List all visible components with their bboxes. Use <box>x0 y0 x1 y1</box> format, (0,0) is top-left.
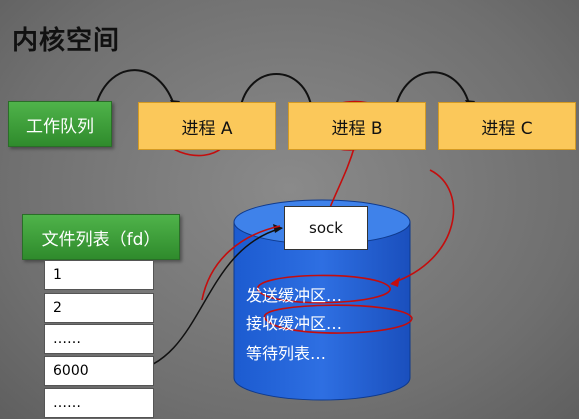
receive-buffer-label: 接收缓冲区… <box>246 314 343 333</box>
send-buffer-label: 发送缓冲区… <box>246 286 343 305</box>
page-title: 内核空间 <box>12 26 121 56</box>
queue-arrows <box>95 69 471 111</box>
fd-row-2: 2 <box>44 293 154 323</box>
process-b-box: 进程 B <box>288 102 426 150</box>
fd-row-6000: 6000 <box>44 356 154 386</box>
fd-to-sock-arrow <box>129 227 283 373</box>
process-a-box: 进程 A <box>138 102 276 150</box>
wait-list-label: 等待列表… <box>246 344 327 363</box>
fd-row-1: 1 <box>44 260 154 290</box>
fd-list-title: 文件列表（fd） <box>22 214 180 260</box>
fd-to-sock-arrowhead <box>273 224 283 233</box>
process-c-box: 进程 C <box>438 102 576 150</box>
sock-box: sock <box>284 206 368 250</box>
fd-row-ellipsis-2: …… <box>44 388 154 418</box>
work-queue-box: 工作队列 <box>8 101 112 147</box>
fd-row-ellipsis-1: …… <box>44 324 154 354</box>
